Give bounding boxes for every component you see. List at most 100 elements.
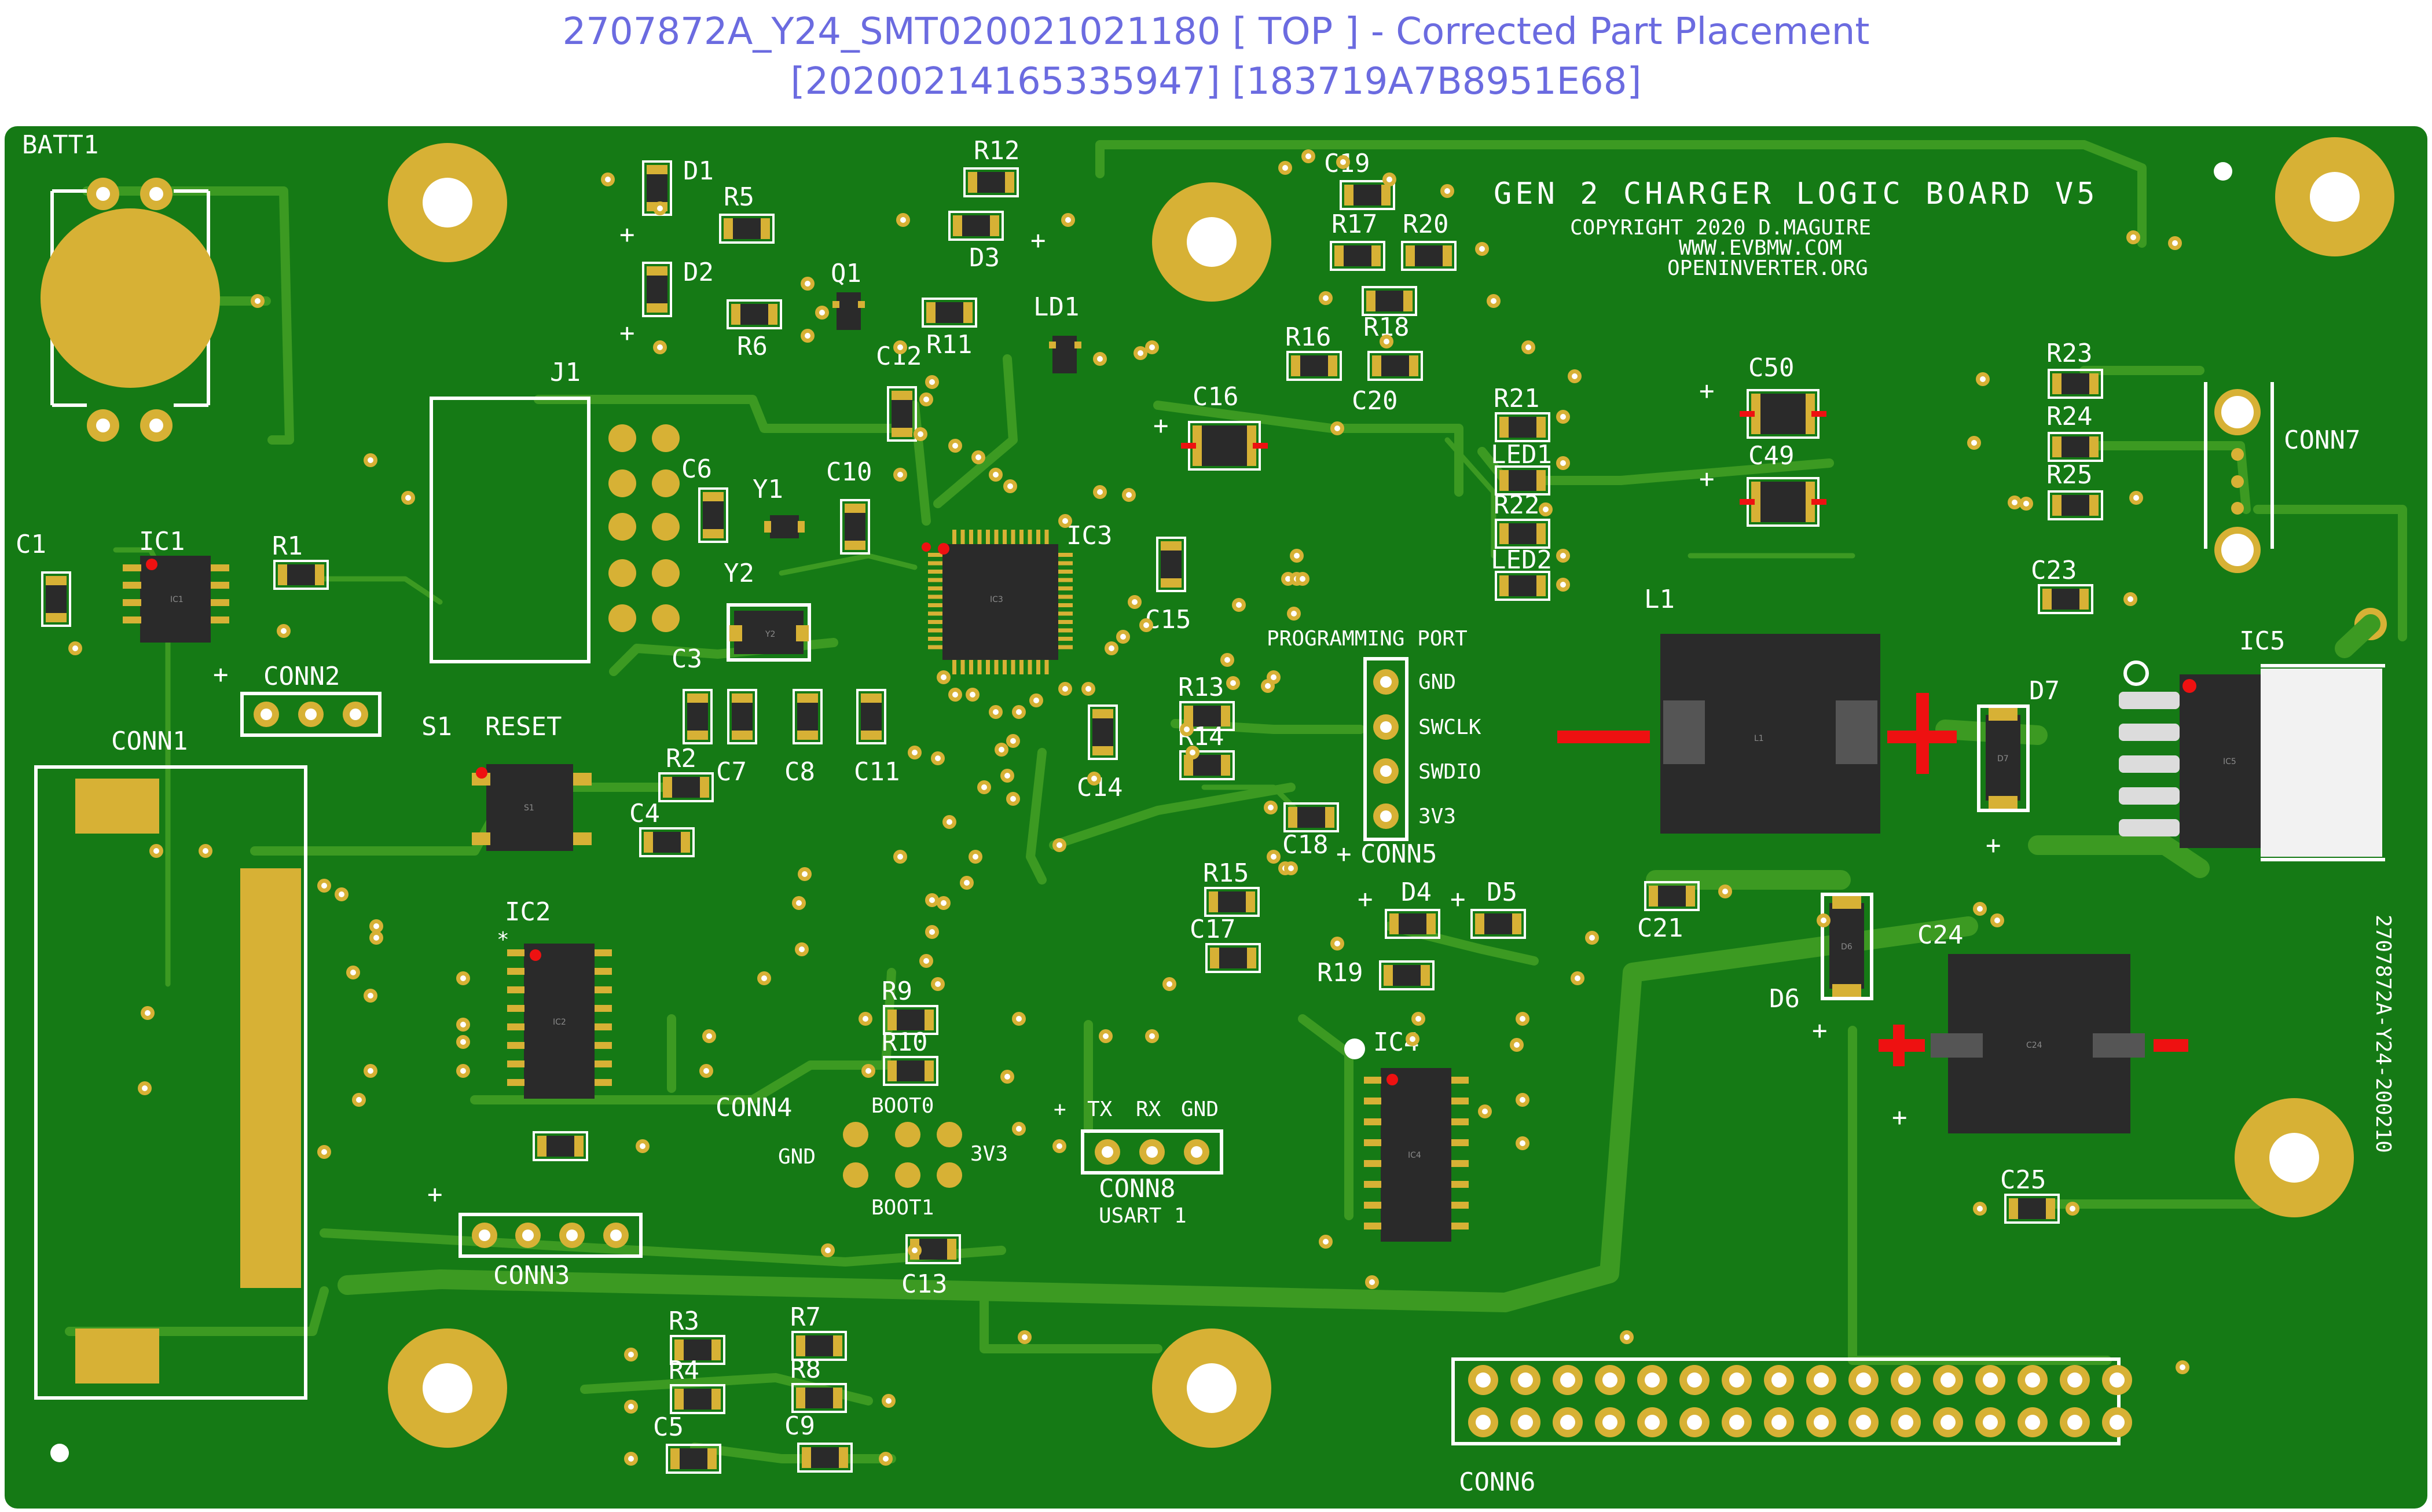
- part-r12: R12: [963, 136, 1019, 197]
- part-r25: R25: [2046, 460, 2103, 520]
- ref-conn3: CONN3: [493, 1261, 570, 1290]
- svg-text:IC4: IC4: [1408, 1151, 1421, 1160]
- inductor-l1: L1 L1: [1557, 585, 1957, 834]
- ref-y2: Y2: [724, 559, 754, 588]
- connector-conn1: CONN1: [34, 726, 307, 1400]
- ref-c6: C6: [681, 454, 712, 484]
- part-c1: C1: [16, 530, 71, 627]
- transistor-q1: Q1: [831, 259, 865, 330]
- ref-s1: S1: [421, 712, 452, 742]
- part-c25: C25: [2000, 1165, 2060, 1224]
- part-r8: R8: [790, 1355, 847, 1413]
- part-led1: LED1: [1491, 440, 1552, 496]
- part-c4: C4: [629, 799, 695, 857]
- ref-c17: C17: [1190, 915, 1235, 944]
- ref-r24: R24: [2046, 402, 2092, 431]
- ref-r20: R20: [1403, 210, 1448, 239]
- part-r3: R3: [669, 1307, 725, 1365]
- ref-r23: R23: [2046, 339, 2092, 368]
- part-c20: C20: [1352, 351, 1423, 416]
- ref-c3: C3: [672, 644, 702, 674]
- header-line-2: [20200214165335947] [183719A7B8951E68]: [790, 60, 1642, 103]
- part-r22: R22: [1494, 490, 1550, 549]
- part-c23: C23: [2031, 556, 2093, 614]
- part-r11: R11: [922, 298, 977, 359]
- website-1: WWW.EVBMW.COM: [1679, 236, 1842, 260]
- part-d3: D3: [948, 211, 1004, 273]
- part-d2: D2: [642, 258, 714, 317]
- vias: [68, 149, 2189, 1466]
- ref-led1: LED1: [1491, 440, 1552, 469]
- svg-text:+: +: [1336, 839, 1352, 869]
- part-r20: R20: [1401, 210, 1457, 271]
- svg-text:+: +: [619, 220, 635, 249]
- connector-conn6: CONN6: [1451, 1357, 2132, 1497]
- ref-d6: D6: [1769, 984, 1800, 1014]
- ref-c25: C25: [2000, 1165, 2046, 1195]
- diode-d7: D7 D7 +: [1977, 676, 2060, 860]
- svg-text:BOOT1: BOOT1: [871, 1196, 934, 1220]
- ref-conn5: CONN5: [1360, 839, 1437, 869]
- ref-r15: R15: [1203, 858, 1249, 888]
- svg-text:+: +: [1450, 885, 1466, 914]
- svg-text:+: +: [1812, 1016, 1828, 1045]
- ref-c13: C13: [901, 1269, 947, 1299]
- ref-r17: R17: [1331, 210, 1377, 239]
- part-c18: C18: [1282, 802, 1339, 860]
- ref-r3: R3: [669, 1307, 699, 1336]
- part-r23: R23: [2046, 339, 2103, 399]
- part-r16: R16: [1285, 322, 1342, 381]
- svg-text:+: +: [1892, 1103, 1908, 1132]
- ref-ic1: IC1: [139, 527, 185, 556]
- part-r21: R21: [1494, 384, 1550, 442]
- ref-d5: D5: [1487, 878, 1517, 907]
- part-r1: R1: [272, 531, 329, 590]
- svg-text:+: +: [1699, 376, 1715, 406]
- chip-ic2: IC2 IC2 *: [497, 897, 612, 1099]
- ref-r6: R6: [737, 332, 768, 361]
- ref-conn2: CONN2: [263, 662, 340, 691]
- svg-text:TX: TX: [1087, 1098, 1113, 1121]
- svg-text:S1: S1: [524, 803, 534, 813]
- part-c14: C14: [1077, 704, 1123, 802]
- header-line-1: 2707872A_Y24_SMT020021021180 [ TOP ] - C…: [562, 10, 1870, 53]
- part-r24: R24: [2046, 402, 2103, 462]
- part-d4: D4: [1385, 878, 1440, 939]
- svg-text:SWDIO: SWDIO: [1418, 760, 1481, 784]
- crystal-y2: Y2 Y2: [724, 559, 811, 662]
- part-r2: R2: [658, 744, 714, 802]
- ref-led2: LED2: [1491, 545, 1552, 575]
- ref-d2: D2: [683, 258, 714, 287]
- ref-d7: D7: [2029, 676, 2060, 706]
- svg-text:IC3: IC3: [990, 595, 1003, 604]
- pcb-board: .pcb { fill:#157a15; } .trace { fill:non…: [5, 126, 2427, 1509]
- ref-r4: R4: [669, 1356, 699, 1385]
- part-r5: R5: [719, 182, 775, 244]
- ref-conn4: CONN4: [716, 1093, 792, 1122]
- ref-y1: Y1: [753, 475, 783, 504]
- part-r6: R6: [727, 299, 782, 361]
- board-title: GEN 2 CHARGER LOGIC BOARD V5: [1494, 177, 2099, 211]
- connector-conn3: CONN3 +: [427, 1180, 643, 1290]
- led-ld1: LD1: [1033, 292, 1081, 373]
- switch-s1: S1 S1 RESET: [421, 712, 592, 851]
- part-r14: R14: [1178, 722, 1235, 780]
- svg-text:+: +: [1054, 1098, 1066, 1121]
- ref-c15: C15: [1145, 605, 1191, 634]
- website-2: OPENINVERTER.ORG: [1667, 256, 1868, 280]
- svg-text:+: +: [619, 318, 635, 348]
- ref-ic5: IC5: [2239, 626, 2285, 656]
- mounting-holes: [388, 137, 2394, 1448]
- ref-conn8: CONN8: [1099, 1174, 1175, 1203]
- ref-c11: C11: [854, 757, 900, 787]
- capacitor-c24: C24 C24 +: [1879, 920, 2188, 1133]
- connector-conn4: CONN4 BOOT0 GND 3V3 BOOT1: [716, 1093, 1008, 1220]
- chip-ic1: IC1 IC1: [123, 527, 229, 643]
- part-r19: R19: [1317, 958, 1435, 990]
- part-c11: C11: [854, 689, 900, 787]
- ref-r22: R22: [1494, 490, 1539, 520]
- part-c50: C50: [1740, 353, 1826, 439]
- part-c49: C49: [1740, 441, 1826, 527]
- svg-text:GND: GND: [778, 1145, 816, 1169]
- ref-c8: C8: [784, 757, 815, 787]
